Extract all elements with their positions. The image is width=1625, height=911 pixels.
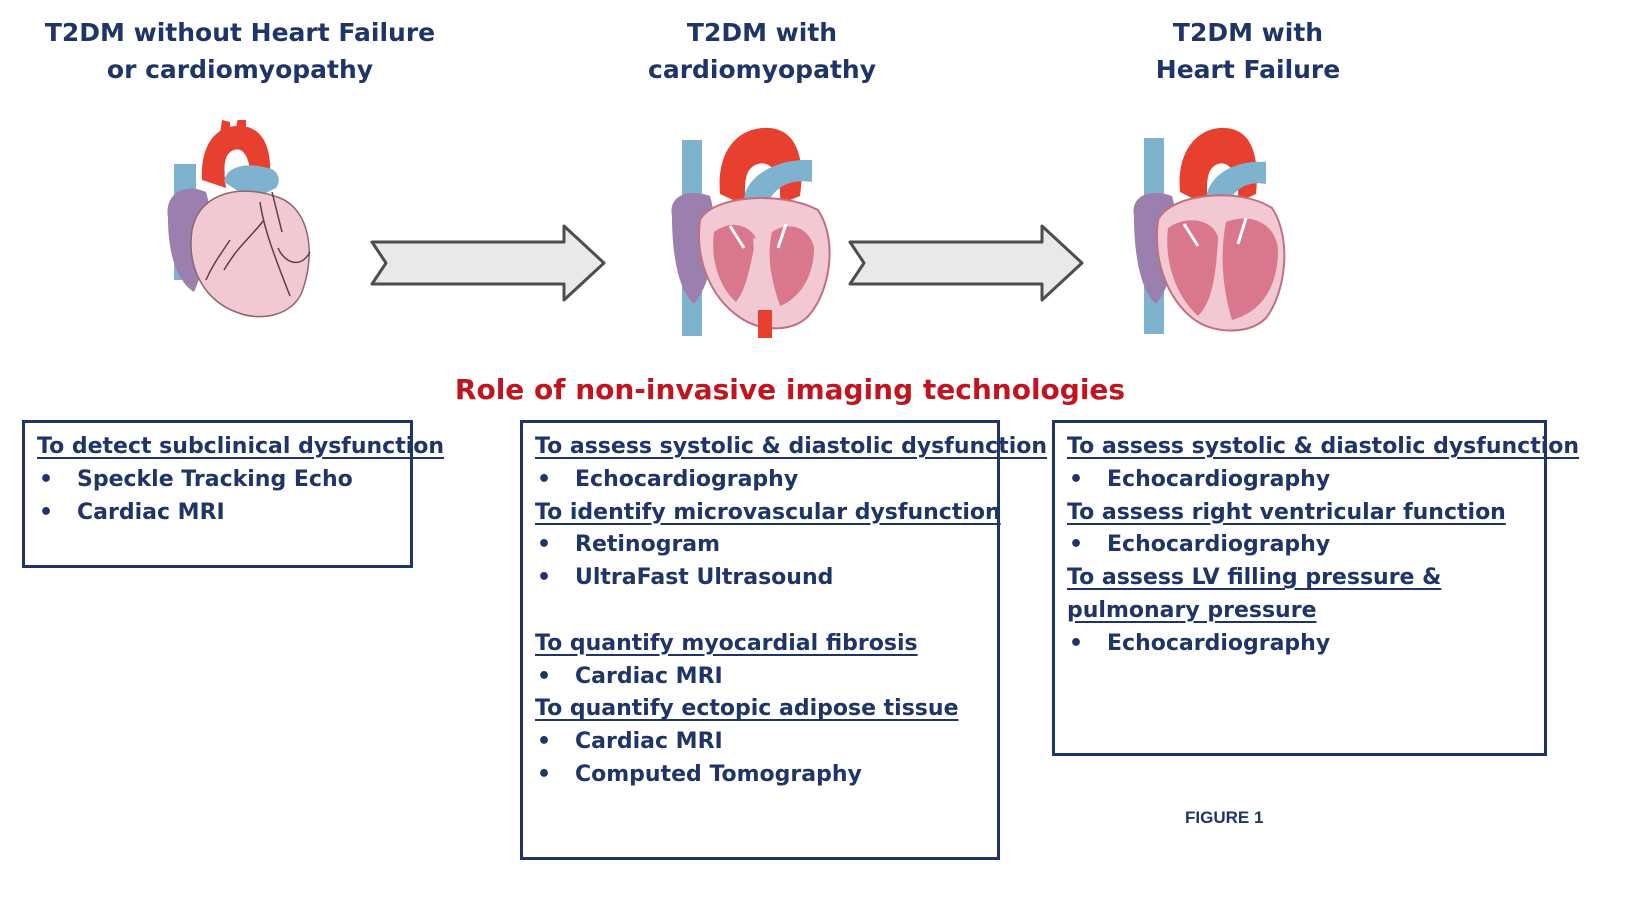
progression-arrow <box>370 224 606 302</box>
left-ventricle <box>1222 218 1278 320</box>
cardiomyopathy-heart-illustration <box>671 127 831 338</box>
list-item: • Retinogram <box>535 529 985 562</box>
bullet-icon: • <box>537 466 552 492</box>
list-item-text: Speckle Tracking Echo <box>77 466 353 492</box>
normal-heart-illustration <box>167 120 311 318</box>
bullet-icon: • <box>537 729 552 755</box>
bullet-icon: • <box>537 663 552 689</box>
list-item: • Cardiac MRI <box>535 661 985 694</box>
role-title: Role of non-invasive imaging technologie… <box>454 373 1126 406</box>
pulmonary-artery <box>224 165 279 200</box>
valve-leaflets <box>1182 217 1248 247</box>
stage-title-heart-failure: T2DM with Heart Failure <box>1038 14 1458 88</box>
list-item: • UltraFast Ultrasound <box>535 562 985 595</box>
bullet-icon: • <box>537 761 552 787</box>
figure-label: FIGURE 1 <box>1185 808 1264 827</box>
stage-title-line2: cardiomyopathy <box>648 55 876 84</box>
bullet-icon: • <box>537 532 552 558</box>
stage-title-line1: T2DM without Heart Failure <box>44 18 436 47</box>
section-heading: To quantify myocardial fibrosis <box>535 630 918 656</box>
progression-arrow <box>848 224 1084 302</box>
list-item-text: Echocardiography <box>1107 466 1331 492</box>
list-item: • Cardiac MRI <box>37 497 398 530</box>
stage-title-line2: Heart Failure <box>1155 55 1341 84</box>
stage-title-line1: T2DM with <box>1172 18 1324 47</box>
section-heading: To identify microvascular dysfunction <box>535 499 1001 525</box>
bullet-icon: • <box>1069 466 1084 492</box>
list-item: • Echocardiography <box>535 464 985 497</box>
right-ventricle <box>713 224 756 302</box>
stage-title-cardiomyopathy: T2DM with cardiomyopathy <box>552 14 972 88</box>
list-item-text: Cardiac MRI <box>575 729 723 755</box>
section-heading: To assess systolic & diastolic dysfuncti… <box>1067 434 1580 459</box>
list-item: • Cardiac MRI <box>535 726 985 759</box>
imaging-box-no-hf: To detect subclinical dysfunction • Speck… <box>22 420 445 568</box>
spacer <box>535 595 985 628</box>
list-item-text: Echocardiography <box>575 466 799 492</box>
valve-leaflets <box>728 223 788 249</box>
list-item: • Speckle Tracking Echo <box>37 464 398 497</box>
section-heading: To detect subclinical dysfunction <box>37 434 445 459</box>
list-item-text: Retinogram <box>575 532 721 558</box>
stage-title-no-hf: T2DM without Heart Failure or cardiomyop… <box>30 14 450 88</box>
list-item-text: Computed Tomography <box>575 761 862 787</box>
list-item: • Echocardiography <box>1067 628 1532 661</box>
stage-title-line2: or cardiomyopathy <box>106 55 374 84</box>
imaging-box-cardiomyopathy: To assess systolic & diastolic dysfuncti… <box>520 420 1048 860</box>
coronary-vessels <box>205 191 311 297</box>
bullet-icon: • <box>537 565 552 591</box>
descending-aorta <box>758 310 772 338</box>
list-item-text: Echocardiography <box>1107 532 1331 558</box>
list-item: • Computed Tomography <box>535 759 985 792</box>
left-ventricle <box>769 226 814 306</box>
aortic-branches <box>220 120 246 134</box>
imaging-box-heart-failure: To assess systolic & diastolic dysfuncti… <box>1052 420 1580 756</box>
stage-title-line1: T2DM with <box>686 18 838 47</box>
bullet-icon: • <box>1069 630 1084 656</box>
section-heading: To assess LV filling pressure & pulmonar… <box>1067 565 1442 623</box>
list-item-text: Cardiac MRI <box>77 499 225 525</box>
list-item-text: UltraFast Ultrasound <box>575 565 834 591</box>
right-ventricle <box>1167 220 1218 316</box>
section-heading: To quantify ectopic adipose tissue <box>535 696 959 722</box>
list-item: • Echocardiography <box>1067 529 1532 562</box>
section-heading: To assess right ventricular function <box>1067 499 1506 525</box>
list-item-text: Cardiac MRI <box>575 663 723 689</box>
bullet-icon: • <box>39 499 54 525</box>
bullet-icon: • <box>39 466 54 492</box>
section-heading: To assess systolic & diastolic dysfuncti… <box>535 434 1048 459</box>
list-item: • Echocardiography <box>1067 464 1532 497</box>
heart-failure-heart-illustration <box>1133 127 1286 334</box>
list-item-text: Echocardiography <box>1107 630 1331 656</box>
myocardium <box>190 190 310 318</box>
aorta <box>1179 127 1257 206</box>
septum <box>753 237 769 321</box>
bullet-icon: • <box>1069 532 1084 558</box>
